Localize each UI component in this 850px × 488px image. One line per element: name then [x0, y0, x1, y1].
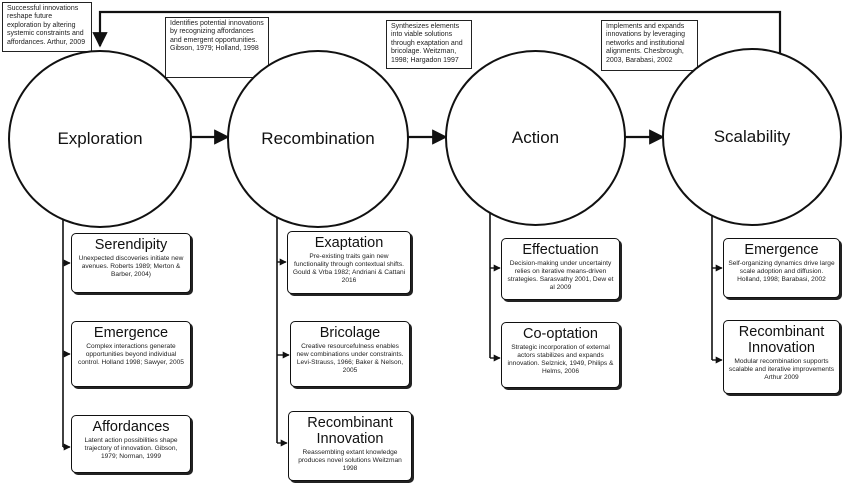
box-description: Decision-making under uncertainty relies…	[507, 260, 614, 292]
stage-label: Scalability	[713, 127, 791, 146]
box-title: Emergence	[93, 325, 169, 341]
feedback-loop-arrow	[92, 10, 782, 72]
box-title: Serendipity	[94, 237, 168, 253]
stage-exploration: Exploration	[8, 50, 192, 228]
transition-note-synthesis: Synthesizes elements into viable solutio…	[386, 20, 472, 69]
stage-scalability: Scalability	[662, 48, 842, 226]
box-title: Co-optation	[523, 326, 598, 342]
box-description: Complex interactions generate opportunit…	[78, 343, 184, 367]
box-serendipity: Serendipity Unexpected discoveries initi…	[71, 233, 191, 293]
box-title: Recombinant Innovation	[307, 415, 393, 447]
stage-label: Recombination	[261, 129, 375, 148]
box-description: Latent action possibilities shape trajec…	[84, 437, 178, 461]
feedback-note: Successful innovations reshape future ex…	[2, 2, 92, 52]
box-recombinant-innovation: Recombinant Innovation Reassembling exta…	[288, 411, 412, 481]
box-emergence: Emergence Complex interactions generate …	[71, 321, 191, 387]
box-description: Unexpected discoveries initiate new aven…	[78, 255, 184, 279]
box-title: Emergence	[744, 242, 819, 258]
box-description: Creative resourcefulness enables new com…	[296, 343, 404, 375]
box-exaptation: Exaptation Pre-existing traits gain new …	[287, 231, 411, 294]
box-effectuation: Effectuation Decision-making under uncer…	[501, 238, 620, 300]
box-cooptation: Co-optation Strategic incorporation of e…	[501, 322, 620, 388]
box-description: Reassembling extant knowledge produces n…	[298, 449, 402, 473]
stage-label: Exploration	[57, 129, 143, 148]
box-description: Pre-existing traits gain new functionali…	[292, 253, 406, 285]
box-title: Effectuation	[522, 242, 599, 258]
transition-note-implementation: Implements and expands innovations by le…	[601, 20, 698, 71]
box-title: Bricolage	[319, 325, 381, 341]
box-title: Exaptation	[314, 235, 384, 251]
stage-recombination: Recombination	[227, 50, 409, 228]
box-recombinant-innovation-scalability: Recombinant Innovation Modular recombina…	[723, 320, 840, 394]
box-title: Recombinant Innovation	[738, 324, 825, 356]
box-description: Modular recombination supports scalable …	[728, 358, 835, 382]
stage-label: Action	[511, 128, 560, 147]
box-description: Self-organizing dynamics drive large sca…	[728, 260, 835, 284]
box-emergence-scalability: Emergence Self-organizing dynamics drive…	[723, 238, 840, 298]
stage-action: Action	[445, 50, 626, 226]
box-title: Affordances	[92, 419, 170, 435]
box-bricolage: Bricolage Creative resourcefulness enabl…	[290, 321, 410, 387]
transition-note-recognition: Identifies potential innovations by reco…	[165, 17, 269, 78]
box-affordances: Affordances Latent action possibilities …	[71, 415, 191, 473]
box-description: Strategic incorporation of external acto…	[507, 344, 614, 376]
